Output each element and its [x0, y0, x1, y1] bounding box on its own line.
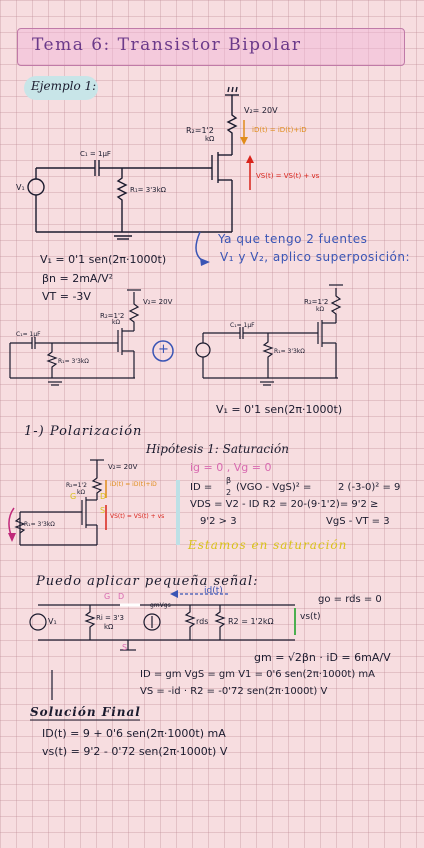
section2-r2: R2 = 1'2kΩ: [228, 617, 274, 626]
small-signal-current-source: [143, 613, 161, 631]
section2-s: S: [122, 643, 128, 652]
section2-v1: V₁: [48, 617, 57, 626]
note-line1: Ya que tengo 2 fuentes: [218, 232, 368, 246]
c1-rg-label: R₁= 3'3kΩ: [130, 186, 166, 194]
section1-eq1d: (VGO - VgS)² =: [236, 482, 312, 493]
small-signal-r2: [214, 605, 226, 640]
small-left-cap: C₁= 1μF: [16, 331, 41, 338]
section1-eq1b: β: [226, 476, 232, 485]
small-right-source: [195, 342, 211, 358]
c1-id-label: iD(t) = iD(t)+iD: [252, 126, 307, 134]
section1-eq3b: VgS - VT = 3: [326, 516, 390, 527]
small-right-resistor: [262, 333, 274, 378]
c1-vd-label: V₂= 20V: [244, 106, 278, 115]
param-vt: VT = -3V: [42, 290, 91, 303]
section2-gm: gmVgs: [150, 602, 171, 609]
section1-ig: ig = 0 , Vg = 0: [190, 461, 272, 474]
c1-cap-label: C₁ = 1μF: [80, 150, 111, 158]
small-left-resistor: [46, 343, 58, 378]
section2-go: go = rds = 0: [318, 594, 382, 605]
small-right-r2-unit: kΩ: [316, 306, 325, 313]
section2-ri-unit: kΩ: [104, 623, 114, 631]
title-box: Tema 6: Transistor Bipolar: [17, 28, 405, 66]
small-signal-source: [29, 613, 47, 631]
c1-v1-label: V₁: [16, 183, 25, 192]
section1-s: S: [100, 506, 106, 515]
section1-eq2: VDS = V2 - ID R2 = 20-(9·1'2)= 9'2 ≥: [190, 499, 379, 510]
section1-eq3a: 9'2 > 3: [200, 516, 237, 527]
solution-line1: ID(t) = 9 + 0'6 sen(2π·1000t) mA: [42, 727, 226, 740]
c1-vs-label: VS(t) = VS(t) + vs: [256, 172, 320, 180]
section2-gm-eq: gm = √2βn · iD = 6mA/V: [254, 651, 391, 664]
small-right-r2: R₂=1'2: [304, 298, 329, 306]
section2-heading: Puedo aplicar pequeña señal:: [36, 574, 259, 589]
section2-id-eq: ID = gm VgS = gm V1 = 0'6 sen(2π·1000t) …: [140, 669, 375, 680]
small-signal-ri: [84, 605, 96, 640]
small-right-cap: C₁= 1μF: [230, 322, 255, 329]
circuit1-vs-arrowhead: [246, 155, 254, 163]
circuit1-resistor-r1: [116, 168, 128, 232]
section1-id: iD(t) = iD(t)+iD: [110, 481, 157, 488]
section2-vs-eq: VS = -id · R2 = -0'72 sen(2π·1000t) V: [140, 686, 328, 697]
example-label-pill: Ejemplo 1:: [24, 76, 98, 100]
section1-hypothesis: Hipótesis 1: Saturación: [146, 442, 289, 456]
small-left-rg: R₁= 3'3kΩ: [58, 358, 89, 365]
solution-heading: Solución Final: [30, 705, 141, 719]
small-signal-rds: [184, 605, 196, 640]
small-left-r2-unit: kΩ: [112, 319, 121, 326]
section1-conclusion: Estamos en saturación: [188, 538, 348, 552]
section1-g: G: [70, 492, 77, 501]
section2-d: D: [118, 592, 125, 601]
section1-vd: V₂= 20V: [108, 463, 138, 471]
section1-rg: R₁= 3'3kΩ: [24, 521, 55, 528]
note-arrow: [195, 231, 206, 263]
superposition-plus: +: [158, 342, 169, 357]
note-arrowhead: [200, 258, 210, 266]
small-left-vd: V₂= 20V: [143, 298, 173, 306]
small-caption: V₁ = 0'1 sen(2π·1000t): [216, 403, 343, 416]
note-line2: V₁ y V₂, aplico superposición:: [220, 250, 411, 264]
circuit1-resistor-r2: [226, 100, 238, 140]
section1-r2: R₂=1'2: [66, 482, 87, 489]
section2-rds: rds: [196, 617, 209, 626]
small-right-rg: R₁= 3'3kΩ: [274, 348, 305, 355]
section1-eq1e: 2 (-3-0)² = 9: [338, 482, 401, 493]
c1-r2-label: R₂=1'2: [186, 126, 214, 135]
section1-eq1a: ID =: [190, 482, 213, 493]
param-v1: V₁ = 0'1 sen(2π·1000t): [40, 253, 167, 266]
section1-heading: 1-) Polarización: [24, 424, 143, 439]
section2-vs: vs(t): [300, 612, 321, 622]
param-bn: βn = 2mA/V²: [42, 272, 114, 285]
circuit1-source-v1: [27, 178, 45, 196]
solution-line2: vs(t) = 9'2 - 0'72 sen(2π·1000t) V: [42, 745, 228, 758]
section2-id: id(t): [204, 586, 223, 596]
circuit1-id-arrowhead: [240, 137, 248, 145]
section2-ri: Ri = 3'3: [96, 614, 124, 622]
section2-g: G: [104, 592, 111, 601]
section1-r2-unit: kΩ: [77, 489, 86, 496]
example-label: Ejemplo 1:: [31, 79, 97, 93]
section1-eq1c: 2: [226, 488, 232, 497]
c1-r2-unit: kΩ: [205, 135, 215, 143]
superposition-plus-circle: [152, 340, 174, 362]
section1-d: D: [100, 492, 107, 501]
page-title: Tema 6: Transistor Bipolar: [32, 35, 302, 55]
section1-vs: VS(t) = VS(t) + vs: [110, 513, 165, 520]
small-left-r2: R₂=1'2: [100, 312, 125, 320]
